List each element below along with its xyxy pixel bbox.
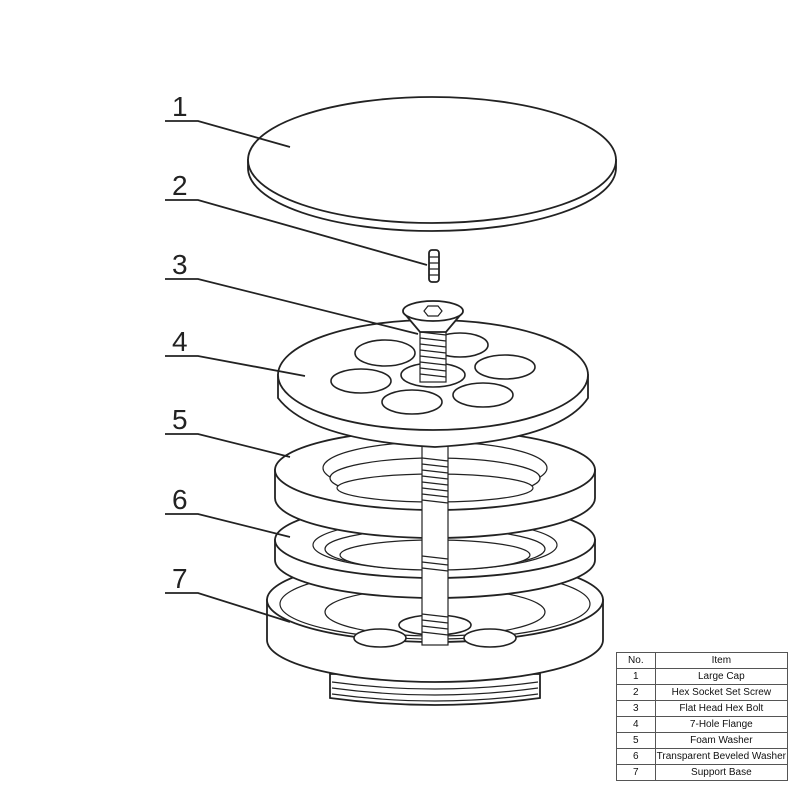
large-cap	[247, 96, 617, 232]
row-no: 3	[616, 700, 656, 717]
table-row: 2 Hex Socket Set Screw	[616, 684, 789, 701]
callout-3: 3	[172, 249, 188, 280]
table-row: 7 Support Base	[616, 764, 789, 781]
row-item: 7-Hole Flange	[654, 716, 789, 733]
row-item: Foam Washer	[654, 732, 789, 749]
row-item: Transparent Beveled Washer	[654, 748, 789, 765]
callout-1: 1	[172, 91, 188, 122]
row-no: 5	[616, 732, 656, 749]
row-no: 1	[616, 668, 656, 685]
callout-2: 2	[172, 170, 188, 201]
table-row: 6 Transparent Beveled Washer	[616, 748, 789, 765]
callout-5: 5	[172, 404, 188, 435]
callout-7: 7	[172, 563, 188, 594]
row-no: 6	[616, 748, 656, 765]
table-row: 4 7-Hole Flange	[616, 716, 789, 733]
row-no: 2	[616, 684, 656, 701]
callout-4: 4	[172, 326, 188, 357]
row-item: Large Cap	[654, 668, 789, 685]
row-item: Flat Head Hex Bolt	[654, 700, 789, 717]
leader-lines	[165, 120, 428, 623]
row-item: Support Base	[654, 764, 789, 781]
parts-list-table: No. Item 1 Large Cap 2 Hex Socket Set Sc…	[616, 652, 789, 781]
hex-socket-set-screw	[428, 249, 440, 283]
table-row: 5 Foam Washer	[616, 732, 789, 749]
row-no: 4	[616, 716, 656, 733]
row-no: 7	[616, 764, 656, 781]
flat-head-hex-bolt	[402, 300, 464, 383]
row-item: Hex Socket Set Screw	[654, 684, 789, 701]
table-row: 3 Flat Head Hex Bolt	[616, 700, 789, 717]
table-row: 1 Large Cap	[616, 668, 789, 685]
header-no: No.	[616, 652, 656, 669]
table-header-row: No. Item	[616, 652, 789, 669]
header-item: Item	[654, 652, 789, 669]
callout-6: 6	[172, 484, 188, 515]
